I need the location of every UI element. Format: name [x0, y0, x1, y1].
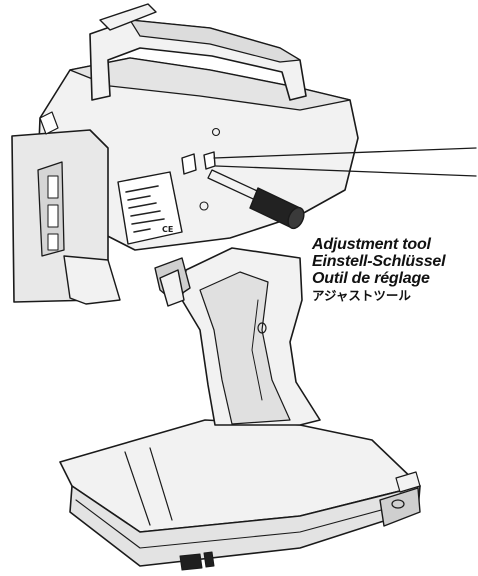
svg-text:CE: CE	[162, 225, 173, 234]
adjustment-tool-label: Adjustment tool Einstell-Schlüssel Outil…	[312, 236, 478, 304]
label-german: Einstell-Schlüssel	[312, 253, 446, 270]
transmitter-base	[59, 419, 421, 571]
transmitter-grip	[154, 247, 321, 426]
hex-adjustment-tool	[207, 169, 305, 230]
label-french: Outil de réglage	[312, 270, 430, 287]
label-english: Adjustment tool	[312, 236, 431, 253]
transmitter-handle	[89, 3, 307, 101]
label-japanese: アジャストツール	[312, 288, 411, 303]
leader-lines	[213, 147, 477, 177]
